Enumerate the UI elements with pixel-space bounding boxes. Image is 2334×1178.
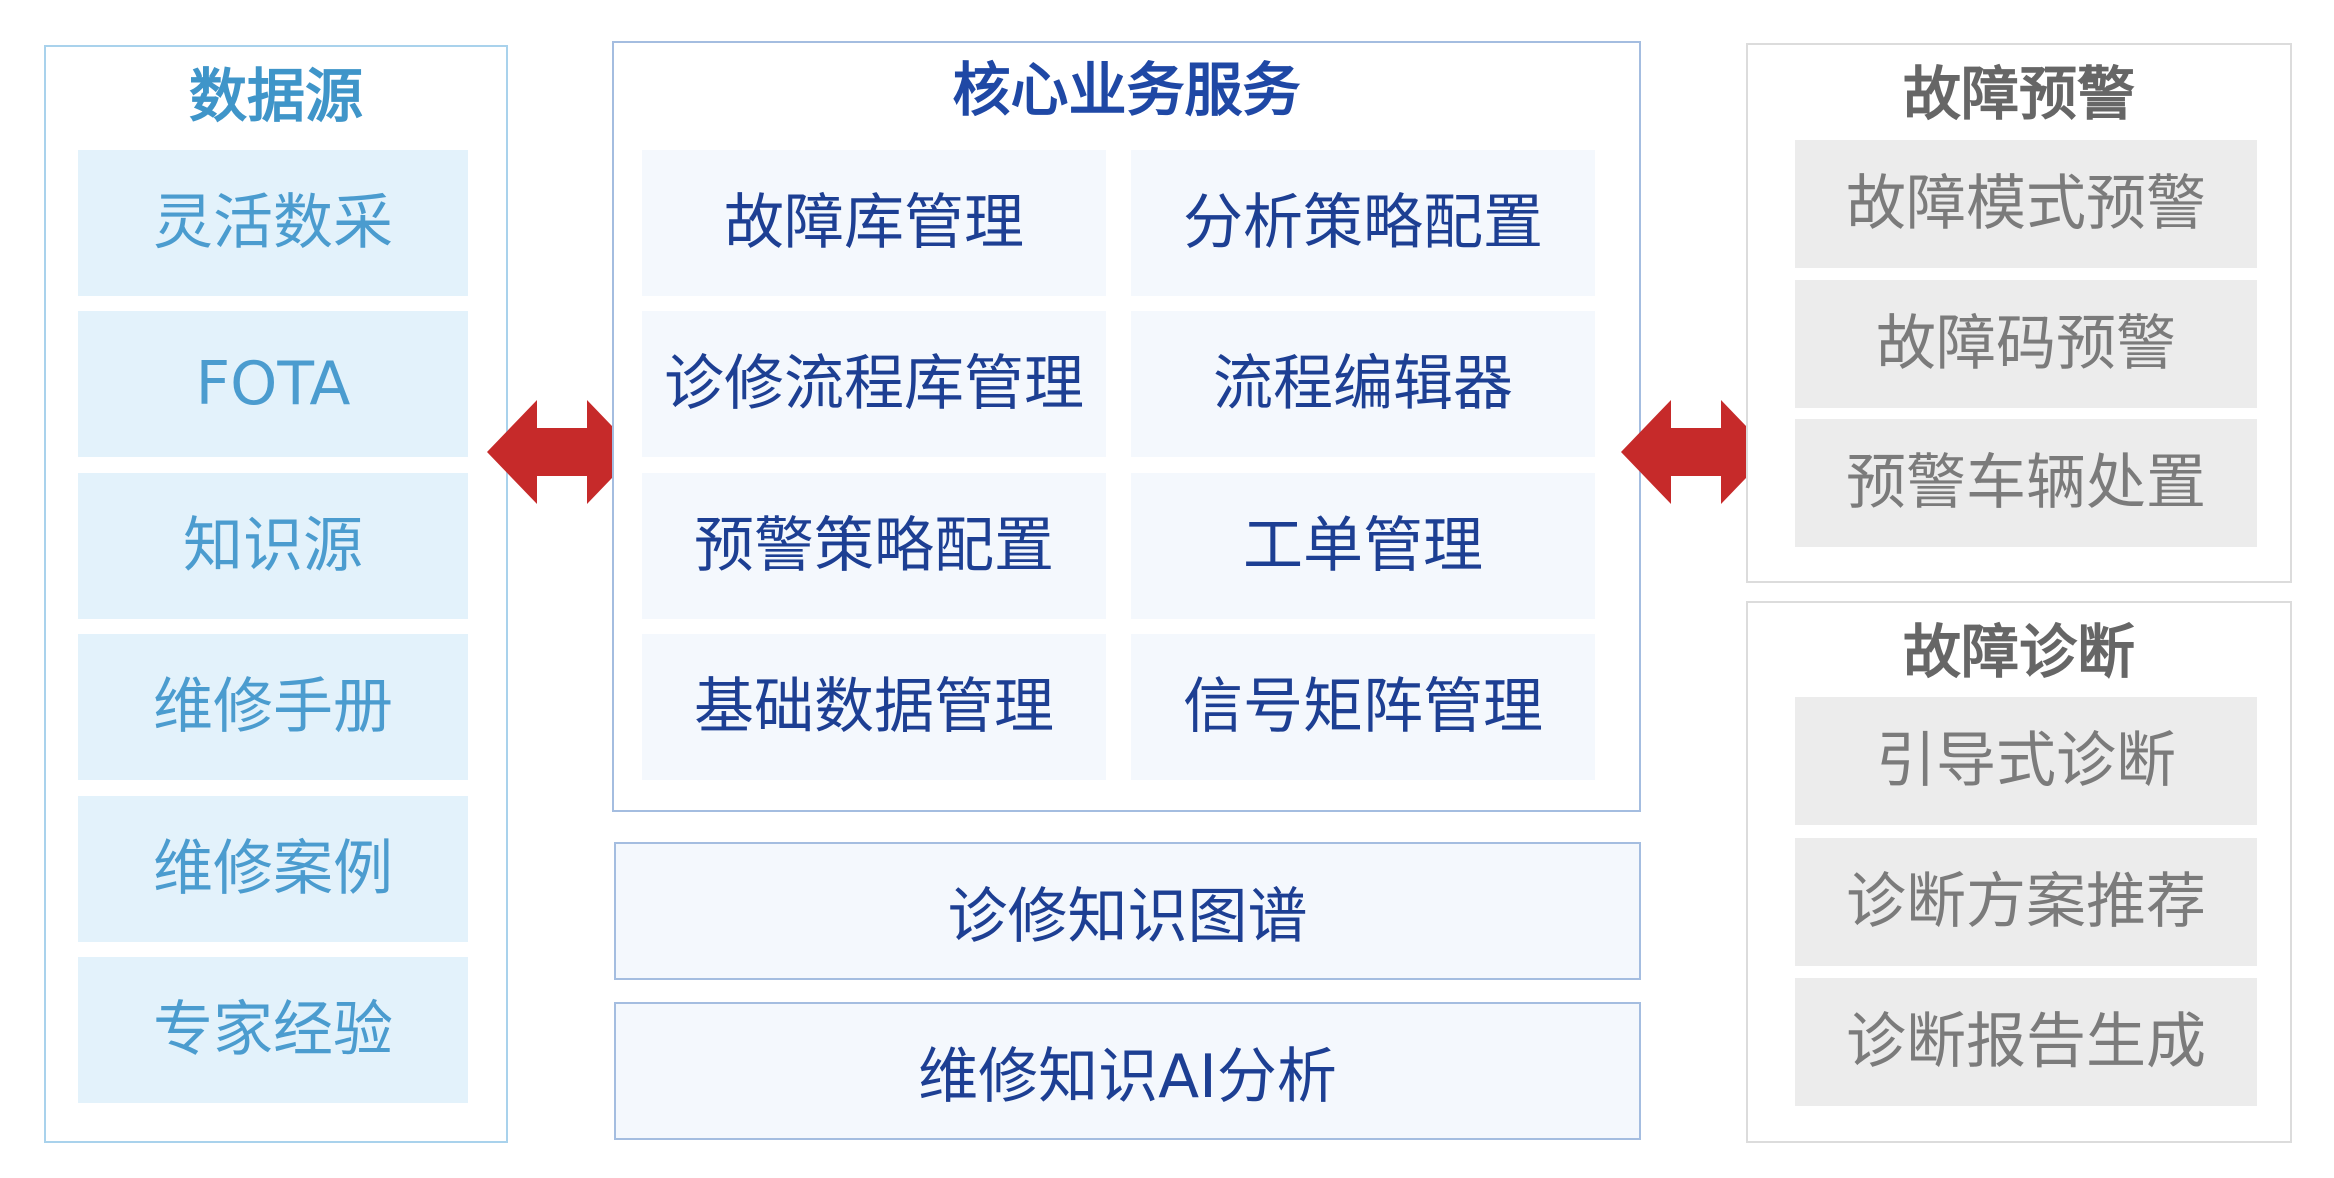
core-service-title: 核心业务服务 [952,56,1301,124]
fault-warning-item: 预警车辆处置 [1795,419,2257,547]
core-service-item: 基础数据管理 [642,634,1106,780]
core-service-item: 分析策略配置 [1131,150,1595,296]
arrow-shape [487,400,637,504]
data-source-item: 知识源 [78,473,468,619]
fault-diagnosis-panel: 故障诊断 引导式诊断 诊断方案推荐 诊断报告生成 [1746,601,2292,1143]
core-service-item: 故障库管理 [642,150,1106,296]
fault-warning-title: 故障预警 [1902,60,2135,128]
fault-warning-item: 故障码预警 [1795,280,2257,408]
fault-diagnosis-title: 故障诊断 [1902,618,2135,686]
core-service-item: 流程编辑器 [1131,311,1595,457]
ai-analysis-box: 维修知识AI分析 [614,1002,1641,1140]
core-service-item: 工单管理 [1131,473,1595,619]
core-service-item: 预警策略配置 [642,473,1106,619]
knowledge-graph-box: 诊修知识图谱 [614,842,1641,980]
data-source-item: 维修手册 [78,634,468,780]
fault-warning-item: 故障模式预警 [1795,140,2257,268]
data-source-item: 灵活数采 [78,150,468,296]
fault-warning-panel: 故障预警 故障模式预警 故障码预警 预警车辆处置 [1746,43,2292,583]
arrow-shape [1621,400,1771,504]
fault-diagnosis-item: 诊断报告生成 [1795,978,2257,1106]
core-service-item: 诊修流程库管理 [642,311,1106,457]
data-source-panel: 数据源 灵活数采 FOTA 知识源 维修手册 维修案例 专家经验 [44,45,508,1143]
double-arrow-icon [1621,400,1771,504]
core-service-panel: 核心业务服务 故障库管理 分析策略配置 诊修流程库管理 流程编辑器 预警策略配置… [612,41,1641,812]
fault-diagnosis-item: 引导式诊断 [1795,697,2257,825]
fault-diagnosis-item: 诊断方案推荐 [1795,838,2257,966]
data-source-title: 数据源 [188,62,363,130]
double-arrow-icon [487,400,637,504]
data-source-item: 专家经验 [78,957,468,1103]
data-source-item: FOTA [78,311,468,457]
data-source-item: 维修案例 [78,796,468,942]
core-service-item: 信号矩阵管理 [1131,634,1595,780]
